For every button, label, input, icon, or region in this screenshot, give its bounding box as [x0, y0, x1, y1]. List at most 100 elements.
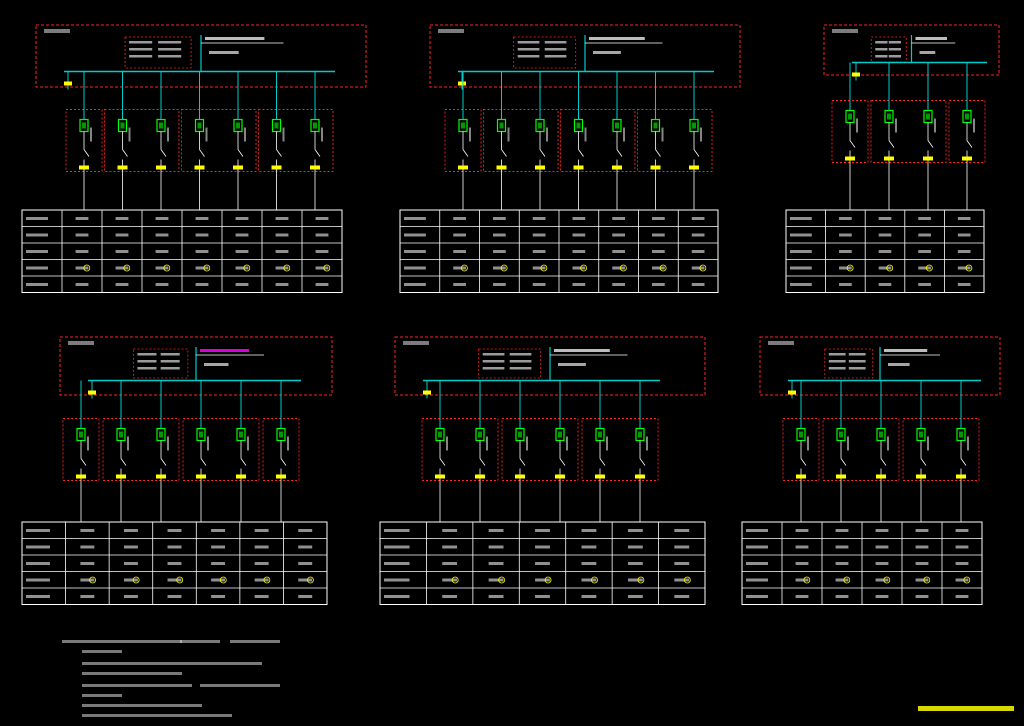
distribution-panel — [21, 24, 367, 293]
distribution-panel — [741, 336, 1001, 605]
table-cell-mark — [493, 250, 506, 253]
meter-box — [124, 36, 192, 69]
table-cell-mark — [453, 250, 466, 253]
table-cell-mark — [878, 283, 892, 286]
table-cell-mark — [572, 217, 586, 220]
switch-blade — [280, 458, 287, 466]
feeder-marker — [796, 474, 806, 479]
incoming-label — [200, 349, 249, 352]
switch-blade — [578, 149, 584, 157]
table-cell-mark — [875, 545, 889, 549]
table-cell-mark — [275, 250, 289, 253]
feeder-text-mark — [927, 436, 929, 451]
breaker-fill — [965, 113, 969, 120]
meter-symbol — [89, 576, 96, 584]
table-cell-mark — [535, 529, 550, 532]
note-line — [82, 672, 182, 675]
meter-line — [828, 360, 846, 363]
table-cell-mark — [581, 562, 597, 565]
feeder-text-mark — [469, 127, 471, 142]
meter-symbol — [243, 264, 251, 272]
table-cell-mark — [211, 578, 226, 582]
feeder-marker — [76, 474, 86, 479]
table-cell-mark — [26, 217, 48, 220]
feeder-text-mark — [207, 436, 209, 451]
table-cell-mark — [795, 545, 809, 549]
feeder-marker — [271, 165, 282, 170]
table-cell-mark — [26, 595, 50, 598]
table-cell-mark — [275, 283, 289, 286]
switch-blade — [80, 458, 87, 466]
breaker-fill — [692, 122, 696, 129]
table-cell-mark — [315, 217, 329, 220]
table-cell-mark — [123, 562, 138, 565]
table-cell-mark — [627, 578, 643, 582]
drawing-title-mark — [918, 706, 1014, 711]
feeder-marker — [156, 474, 166, 479]
feeder-marker — [310, 165, 320, 170]
table-cell-mark — [254, 545, 269, 549]
feeder-marker — [595, 474, 605, 479]
table-cell-mark — [493, 266, 506, 270]
panel-label-mark — [44, 29, 70, 33]
feeder-marker — [923, 156, 933, 161]
table-cell-mark — [652, 266, 665, 270]
table-cell-mark — [839, 233, 852, 237]
feeder-marker — [196, 474, 206, 479]
feeder-marker — [612, 165, 622, 170]
meter-symbol — [498, 576, 506, 584]
table-cell-mark — [957, 233, 971, 237]
table-cell-mark — [878, 217, 892, 220]
table-cell-mark — [453, 217, 466, 220]
table-cell-mark — [404, 283, 426, 286]
switch-blade — [519, 458, 526, 466]
meter-symbol — [846, 264, 854, 272]
table-cell-mark — [878, 233, 892, 237]
meter-line — [888, 48, 901, 51]
feeder-marker — [884, 156, 894, 161]
switch-blade — [920, 458, 927, 466]
feeder-text-mark — [87, 436, 89, 451]
table-cell-mark — [795, 562, 809, 565]
meter-line — [509, 360, 532, 363]
breaker-fill — [159, 122, 163, 129]
meter-symbol — [963, 576, 971, 584]
table-cell-mark — [404, 266, 426, 270]
incoming-label — [558, 363, 586, 366]
note-line — [200, 684, 280, 687]
distribution-panel — [379, 336, 706, 605]
table-cell-mark — [535, 545, 550, 549]
meter-symbol — [843, 576, 851, 584]
table-cell-mark — [167, 562, 182, 565]
table-cell-mark — [123, 545, 138, 549]
meter-line — [509, 353, 532, 356]
breaker-fill — [653, 122, 658, 129]
table-cell-mark — [195, 283, 209, 286]
feeder-marker — [496, 165, 507, 170]
table-cell-mark — [535, 562, 550, 565]
meter-box — [133, 348, 189, 379]
meter-line — [875, 48, 888, 51]
table-cell-mark — [115, 283, 129, 286]
table-cell-mark — [627, 545, 643, 549]
table-cell-mark — [918, 266, 931, 270]
feeder-text-mark — [856, 118, 858, 133]
table-cell-mark — [957, 217, 971, 220]
breaker-fill — [839, 431, 843, 438]
distribution-panel — [399, 24, 741, 293]
feeder-text-mark — [887, 436, 889, 451]
table-cell-mark — [384, 562, 410, 565]
meter-line — [517, 48, 540, 51]
table-cell-mark — [235, 217, 249, 220]
table-cell-mark — [535, 595, 550, 598]
switch-blade — [160, 458, 167, 466]
feeder-marker — [236, 474, 246, 479]
table-cell-mark — [75, 266, 89, 270]
table-cell-mark — [532, 283, 546, 286]
incoming-label — [915, 37, 947, 40]
feeder-marker — [475, 474, 485, 479]
meter-line — [828, 353, 846, 356]
meter-symbol — [619, 264, 627, 272]
table-cell-mark — [211, 529, 226, 532]
table-cell-mark — [442, 529, 458, 532]
